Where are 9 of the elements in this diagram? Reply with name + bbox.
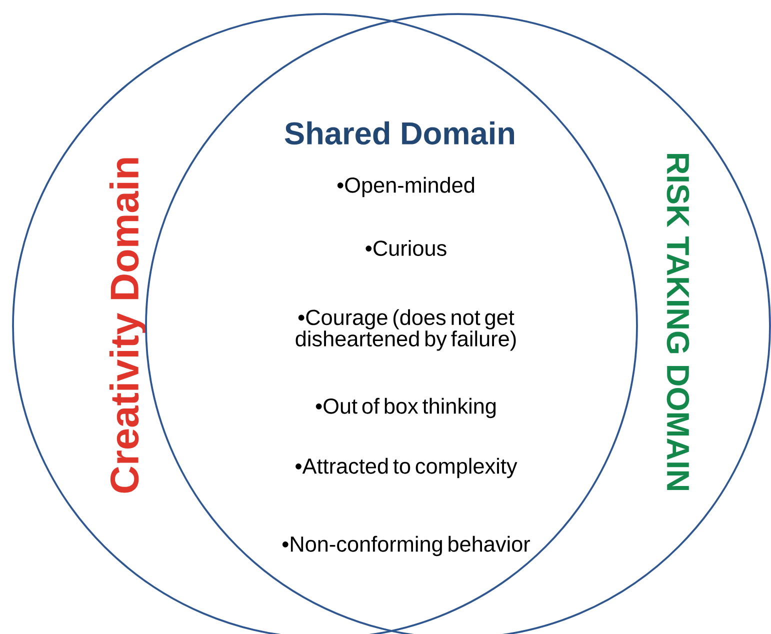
bullet-item: •Attracted to complexity (296, 458, 518, 478)
domain-title: RISK TAKING DOMAIN (666, 154, 690, 490)
bullet-item: •Courage (does not get disheartened by failure) (296, 309, 516, 351)
bullet-item: •Curious (366, 240, 446, 256)
shared-domain-heading: Shared Domain (284, 121, 514, 145)
domain-title: Creativity Domain (109, 158, 147, 493)
bullet-item: •Non-conforming behavior (282, 536, 530, 556)
bullet-item: •Out of box thinking (316, 398, 496, 418)
bullet-item: •Open-minded (337, 176, 474, 198)
